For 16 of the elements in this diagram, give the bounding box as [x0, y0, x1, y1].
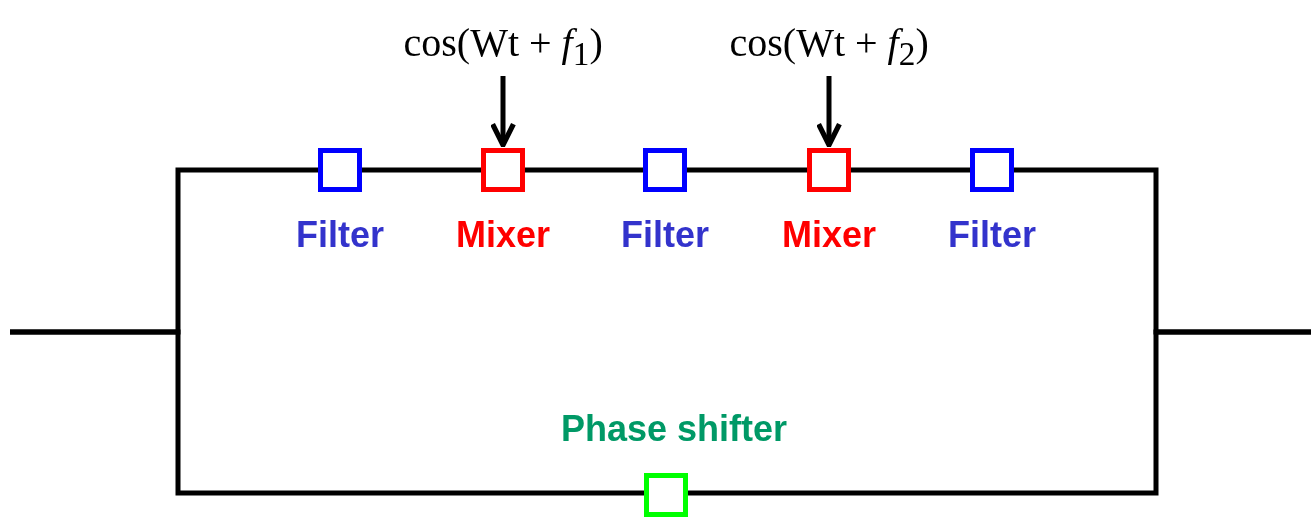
signal-line — [525, 167, 643, 173]
signal-line — [851, 167, 970, 173]
block-label: Mixer — [782, 215, 877, 255]
block-label: Phase shifter — [561, 409, 788, 449]
signal-line — [687, 167, 807, 173]
arrow — [816, 76, 842, 148]
signal-line — [362, 167, 481, 173]
block-label: Mixer — [456, 215, 551, 255]
block-label: Filter — [296, 215, 384, 255]
signal-formula: cos(Wt + f$_{2}$) — [729, 20, 929, 74]
signal-line — [10, 329, 644, 496]
signal-formula: cos(Wt + f$_{1}$) — [403, 20, 603, 74]
arrow — [490, 76, 516, 148]
signal-line — [688, 329, 1311, 496]
block-label: Filter — [621, 215, 709, 255]
block-label: Filter — [948, 215, 1036, 255]
